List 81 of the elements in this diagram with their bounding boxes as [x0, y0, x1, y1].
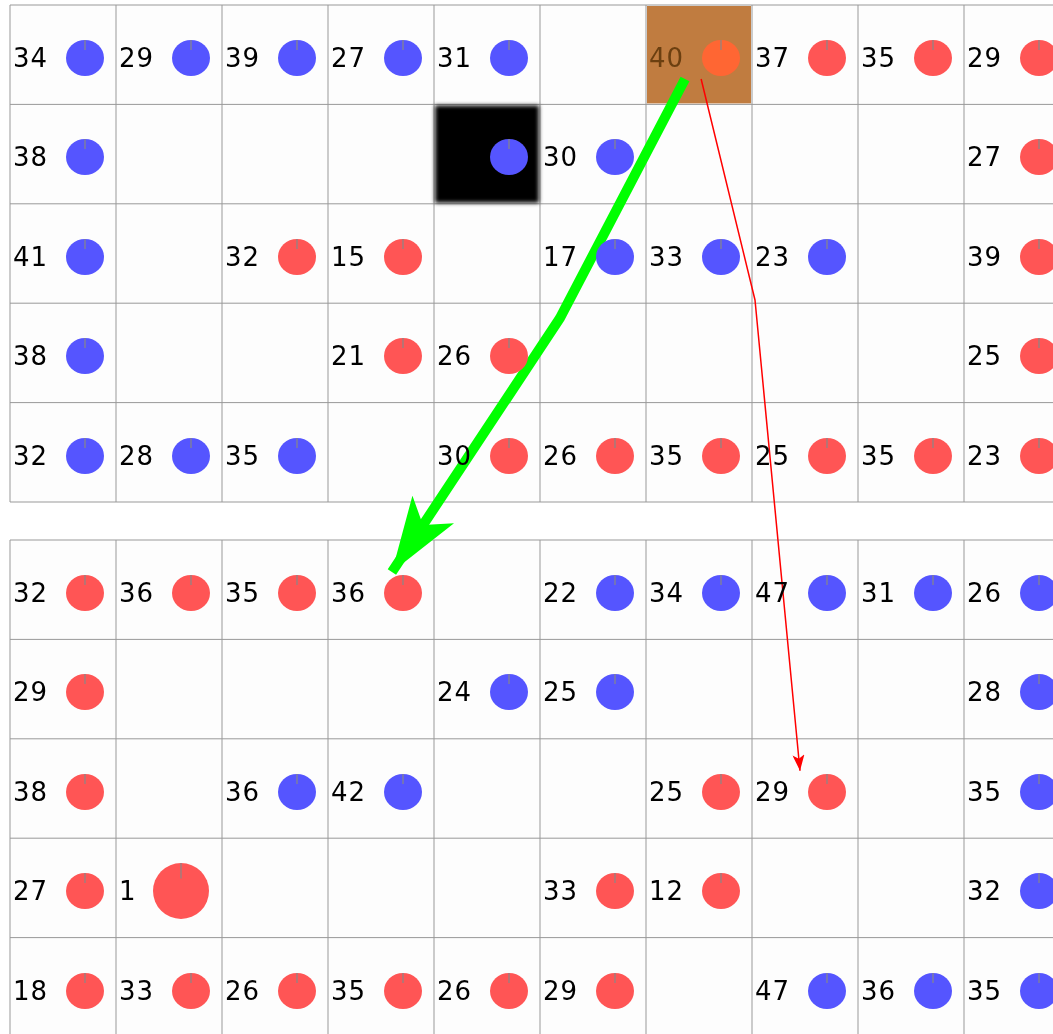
score-number: 26	[437, 340, 473, 374]
score-number: 21	[331, 340, 367, 374]
score-number: 15	[331, 240, 367, 274]
score-number: 25	[649, 775, 685, 809]
score-number: 32	[13, 577, 49, 610]
score-number: 30	[543, 141, 579, 175]
score-number: 38	[13, 340, 49, 374]
score-number: 17	[543, 240, 579, 274]
score-number: 35	[861, 439, 897, 473]
score-number: 40	[649, 42, 685, 75]
score-number: 25	[967, 340, 1003, 374]
game-piece	[225, 37, 319, 79]
score-number: 29	[543, 974, 579, 1008]
score-number: 29	[755, 775, 791, 809]
score-number: 29	[13, 676, 49, 710]
score-number: 38	[13, 775, 49, 809]
score-number: 12	[649, 875, 685, 909]
score-number: 32	[225, 240, 261, 274]
game-piece	[331, 572, 425, 614]
score-number: 35	[225, 577, 261, 610]
score-number: 23	[967, 439, 1003, 473]
arrow	[387, 76, 690, 575]
score-number: 26	[225, 974, 261, 1008]
score-number: 35	[967, 974, 1003, 1008]
score-number: 25	[543, 676, 579, 710]
score-number: 1	[119, 875, 137, 909]
score-number: 27	[13, 875, 49, 909]
game-piece	[13, 37, 107, 79]
game-piece	[649, 37, 743, 79]
score-number: 27	[331, 42, 367, 75]
score-number: 26	[543, 439, 579, 473]
game-piece	[649, 572, 743, 614]
game-piece	[119, 37, 213, 79]
game-piece	[437, 37, 531, 79]
score-number: 29	[967, 42, 1003, 75]
score-number: 35	[649, 439, 685, 473]
score-number: 36	[225, 775, 261, 809]
score-number: 47	[755, 974, 791, 1008]
score-number: 32	[967, 875, 1003, 909]
game-piece	[755, 37, 849, 79]
score-number: 35	[861, 42, 897, 75]
game-piece	[543, 572, 637, 614]
game-piece	[967, 572, 1053, 614]
score-number: 38	[13, 141, 49, 175]
score-number: 28	[967, 676, 1003, 710]
score-number: 35	[225, 439, 261, 473]
score-number: 36	[119, 577, 155, 610]
score-number: 27	[967, 141, 1003, 175]
score-number: 39	[225, 42, 261, 75]
score-number: 35	[967, 775, 1003, 809]
score-number: 42	[331, 775, 367, 809]
game-piece	[967, 37, 1053, 79]
score-number: 41	[13, 240, 49, 274]
game-piece	[861, 37, 955, 79]
score-number: 23	[755, 240, 791, 274]
arrow	[700, 78, 805, 772]
score-number: 22	[543, 577, 579, 610]
game-piece	[861, 572, 955, 614]
score-number: 31	[437, 42, 473, 75]
game-piece	[331, 37, 425, 79]
score-number: 26	[967, 577, 1003, 610]
score-number: 39	[967, 240, 1003, 274]
score-number: 34	[13, 42, 49, 75]
score-number: 32	[13, 439, 49, 473]
score-number: 36	[331, 577, 367, 610]
score-number: 34	[649, 577, 685, 610]
score-number: 37	[755, 42, 791, 75]
score-number: 33	[649, 240, 685, 274]
score-number: 24	[437, 676, 473, 710]
score-number: 31	[861, 577, 897, 610]
score-number: 18	[13, 974, 49, 1008]
game-piece	[13, 572, 107, 614]
score-number: 35	[331, 974, 367, 1008]
game-piece	[225, 572, 319, 614]
score-number: 28	[119, 439, 155, 473]
score-number: 36	[861, 974, 897, 1008]
score-number: 33	[543, 875, 579, 909]
score-number: 33	[119, 974, 155, 1008]
score-number: 29	[119, 42, 155, 75]
game-piece	[119, 572, 213, 614]
score-number: 26	[437, 974, 473, 1008]
